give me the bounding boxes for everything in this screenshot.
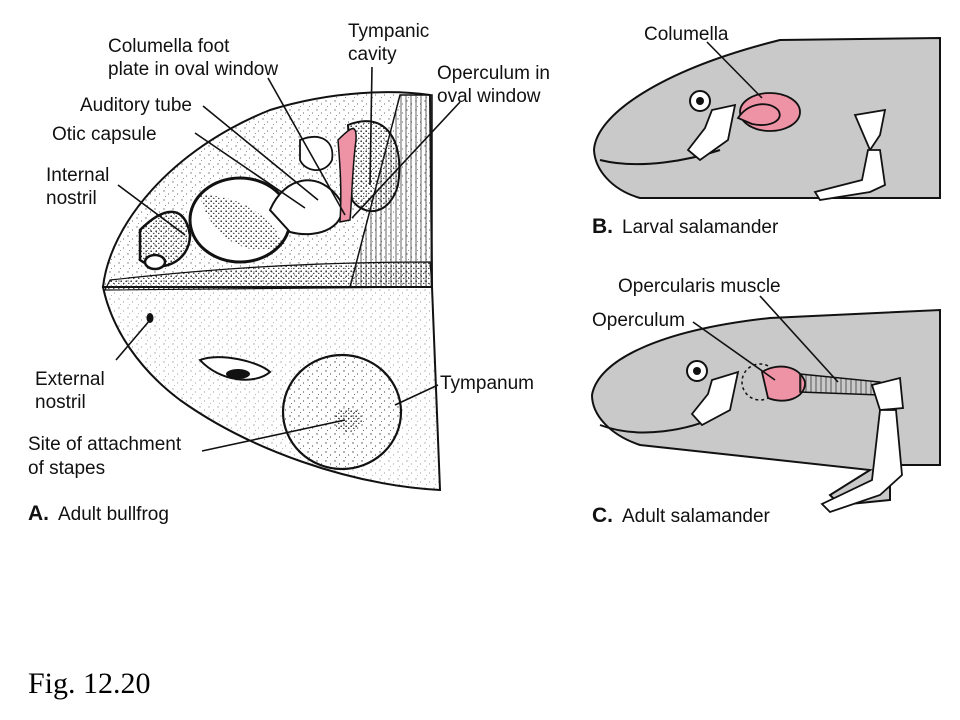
label-operculum-oval-window-line1: Operculum in — [437, 63, 550, 84]
frog-head-drawing — [101, 91, 442, 492]
panel-a-labels: Columella foot plate in oval window Tymp… — [28, 21, 550, 479]
panel-a-adult-bullfrog: Columella foot plate in oval window Tymp… — [28, 21, 550, 525]
adult-forelimb — [820, 409, 903, 514]
label-external-nostril-line2: nostril — [35, 392, 86, 413]
label-internal-nostril-line1: Internal — [46, 165, 109, 186]
auditory-tube — [299, 136, 334, 172]
otic-capsule — [268, 179, 343, 236]
larval-shoulder-bone — [853, 108, 887, 152]
leader-opercularis — [759, 295, 839, 383]
adult-pupil — [693, 367, 701, 375]
leader-operculum — [692, 321, 776, 381]
internal-nostril-opening — [143, 253, 167, 271]
panel-a-leader-lines — [115, 66, 461, 452]
adult-shoulder-bone — [870, 376, 904, 411]
label-tympanum: Tympanum — [440, 373, 534, 394]
adult-jaw-bone — [690, 370, 740, 427]
panel-b-letter: B. — [592, 215, 613, 238]
label-stapes-site-line2: of stapes — [28, 458, 105, 479]
label-external-nostril-line1: External — [35, 369, 105, 390]
lower-eye-slit — [198, 356, 272, 381]
panel-b-larval-salamander: Columella B. Larval salamander — [592, 24, 941, 238]
tympanum-center — [334, 408, 362, 432]
panel-a-letter: A. — [28, 502, 49, 525]
leader-columella-b — [706, 41, 763, 99]
panel-c-title: Adult salamander — [622, 506, 771, 527]
label-operculum-oval-window-line2: oval window — [437, 86, 541, 107]
label-operculum: Operculum — [592, 310, 685, 331]
panel-c-letter: C. — [592, 504, 613, 527]
adult-salamander-body — [590, 308, 941, 507]
larval-forelimb — [813, 149, 886, 201]
larval-pupil — [696, 97, 704, 105]
columella-rod — [337, 128, 357, 223]
jaw-band — [104, 261, 433, 291]
lower-eye-dark — [226, 369, 250, 379]
label-tympanic-cavity-line1: Tympanic — [348, 21, 429, 42]
panel-a-title: Adult bullfrog — [58, 504, 169, 525]
adult-operculum — [760, 365, 806, 402]
larval-columella-bone — [736, 103, 781, 126]
label-columella-foot-plate-line1: Columella foot — [108, 36, 230, 57]
external-nostril — [146, 313, 154, 323]
label-otic-capsule: Otic capsule — [52, 124, 157, 145]
label-internal-nostril-line2: nostril — [46, 188, 97, 209]
figure-caption: Fig. 12.20 — [28, 667, 151, 700]
label-stapes-site-line1: Site of attachment — [28, 434, 182, 455]
orbit-shading — [200, 195, 285, 250]
label-columella: Columella — [644, 24, 729, 45]
larval-jaw-bone — [686, 103, 737, 162]
panel-b-title: Larval salamander — [622, 217, 779, 238]
label-columella-foot-plate-line2: plate in oval window — [108, 59, 278, 80]
label-auditory-tube: Auditory tube — [80, 95, 192, 116]
panel-c-adult-salamander: Opercularis muscle Operculum C. Adult sa… — [590, 276, 941, 527]
label-opercularis-muscle: Opercularis muscle — [618, 276, 781, 297]
tympanic-cavity — [346, 120, 401, 213]
label-tympanic-cavity-line2: cavity — [348, 44, 397, 65]
